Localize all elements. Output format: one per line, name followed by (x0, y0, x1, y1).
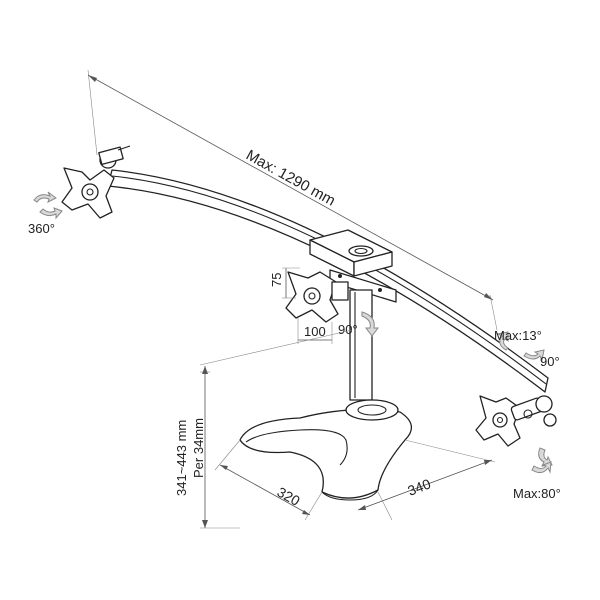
rotate-arrow-icon (361, 311, 379, 337)
rotate-360-label: 360° (28, 221, 55, 236)
base-depth-dimension (214, 439, 323, 521)
vesa-plate-icon (285, 271, 349, 323)
base-depth-label: 320 (275, 484, 303, 509)
tilt-max-13-label: Max:13° (494, 328, 542, 343)
monitor-stand-icon (239, 289, 412, 501)
base-width-dimension (357, 439, 496, 521)
swivel-90-center-label: 90° (338, 322, 358, 337)
base-width-label: 340 (405, 475, 433, 498)
height-dimension (199, 329, 353, 529)
vesa-dimension (282, 267, 333, 344)
rotate-arrow-icon (496, 331, 553, 474)
vesa-100-label: 100 (304, 324, 326, 339)
height-step-label: Per 34mm (191, 418, 206, 478)
height-range-label: 341~443 mm (174, 420, 189, 496)
tilt-max-80-label: Max:80° (513, 486, 561, 501)
crossbar-arm (107, 169, 549, 393)
span-dimension (87, 69, 498, 331)
max-span-label: Max: 1290 mm (243, 147, 338, 210)
vesa-plate-icon (61, 145, 131, 219)
vesa-75-label: 75 (269, 273, 284, 287)
center-clamp (309, 229, 397, 303)
rotate-arrow-icon (33, 191, 63, 220)
swivel-90-right-label: 90° (540, 354, 560, 369)
vesa-plate-icon (475, 395, 557, 447)
